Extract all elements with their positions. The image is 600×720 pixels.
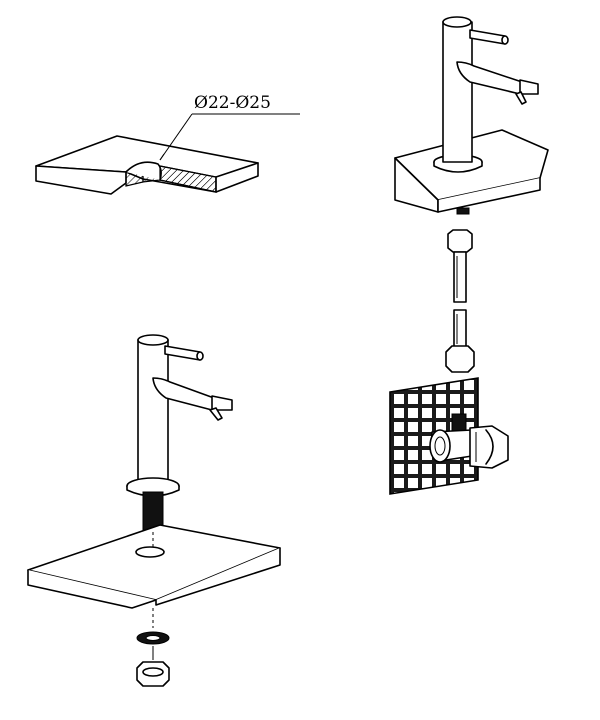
faucet-exploded-view — [27, 334, 281, 687]
svg-text:Ø22-Ø25: Ø22-Ø25 — [194, 93, 271, 113]
diameter-symbol-max: Ø — [235, 93, 249, 113]
dimension-separator: - — [230, 93, 236, 113]
diameter-max-value: 25 — [249, 93, 271, 113]
diameter-min-value: 22 — [208, 93, 230, 113]
flexible-hose — [445, 229, 475, 373]
wall-angle-valve — [389, 377, 509, 495]
diameter-symbol-min: Ø — [194, 93, 208, 113]
dimension-callout: Ø22-Ø25 — [159, 93, 300, 161]
faucet-installed-view — [394, 16, 549, 215]
countertop-hole-detail — [35, 135, 259, 195]
